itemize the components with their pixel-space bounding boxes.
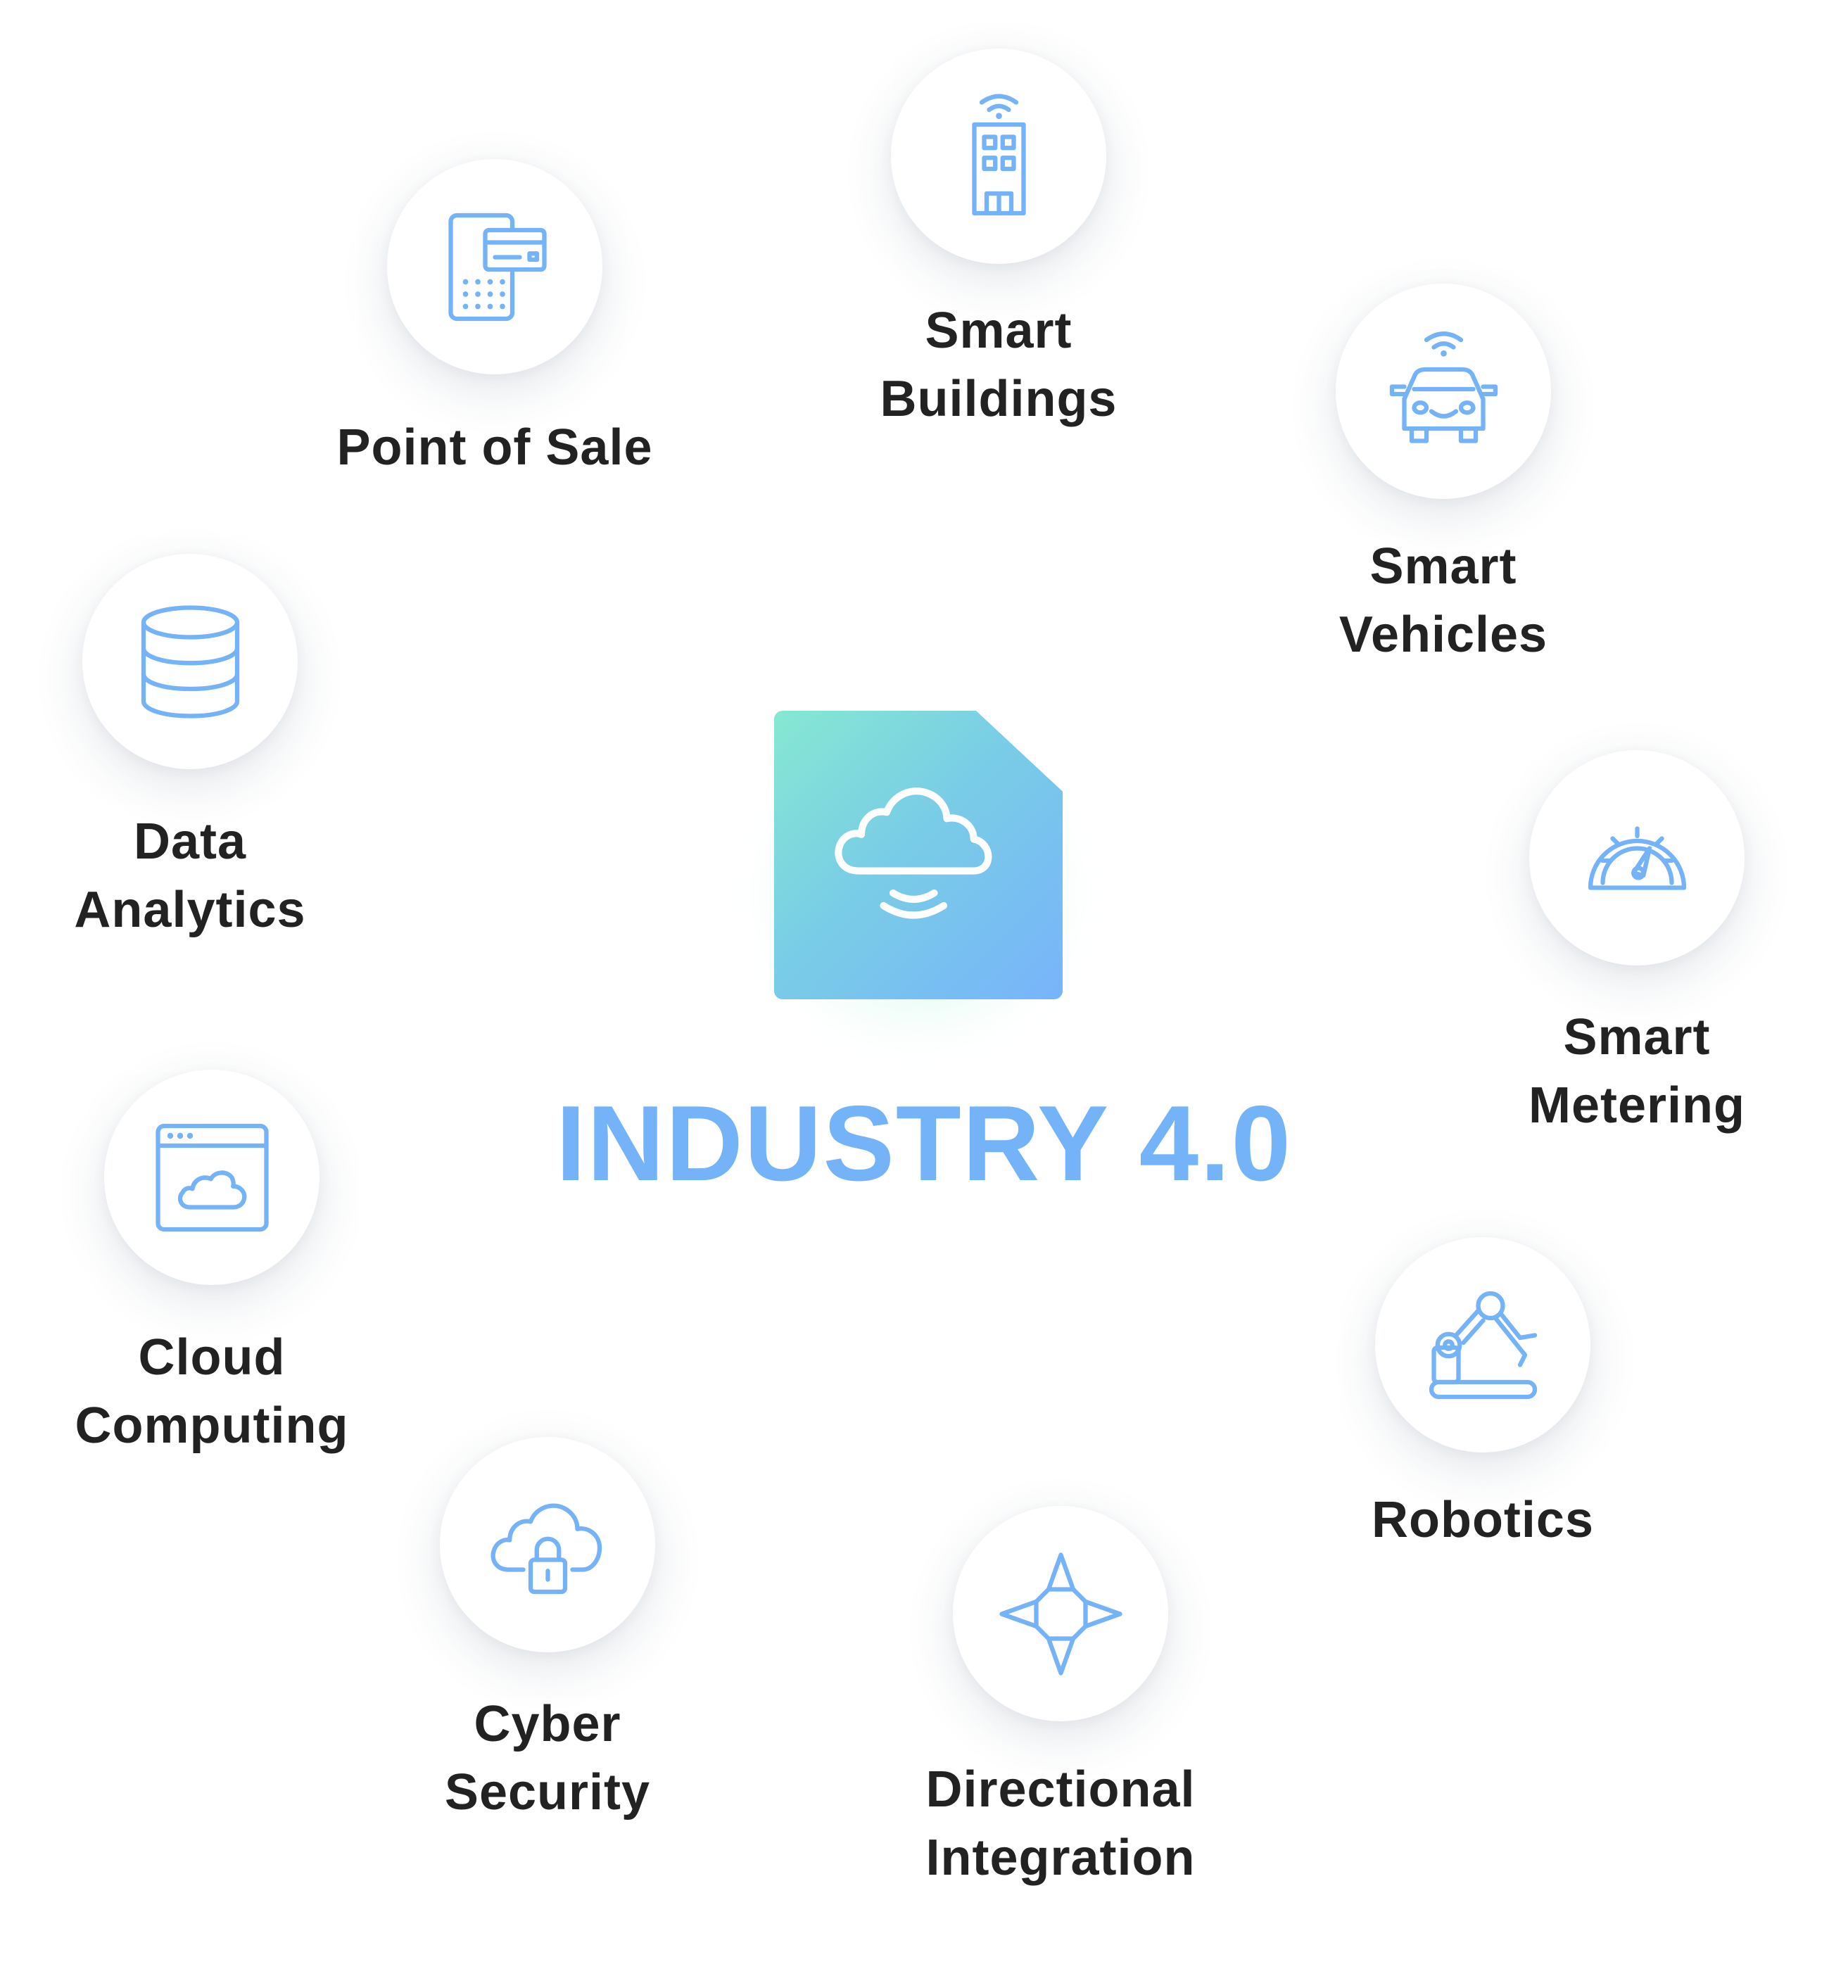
smart-buildings-label: Smart Buildings	[816, 297, 1182, 433]
directional-integration-label-line-1: Directional	[925, 1761, 1196, 1818]
cloud-computing-label-line-1: Cloud	[138, 1329, 286, 1386]
smart-metering-circle	[1529, 750, 1745, 965]
point-of-sale-label: Point of Sale	[312, 414, 678, 482]
smart-vehicles-label-line-1: Smart	[1369, 538, 1517, 595]
cloud-computing-label-line-2: Computing	[75, 1398, 349, 1454]
cloud-computing-circle	[104, 1070, 319, 1285]
smart-buildings-circle	[891, 49, 1106, 264]
car-wifi-icon	[1389, 331, 1498, 443]
robotics-label: Robotics	[1300, 1486, 1666, 1555]
database-icon	[141, 604, 239, 718]
compass-arrows-icon	[999, 1552, 1122, 1676]
directional-integration-label-line-2: Integration	[925, 1830, 1196, 1886]
cyber-security-label-line-1: Cyber	[474, 1696, 621, 1752]
main-title: INDUSTRY 4.0	[555, 1084, 1293, 1203]
point-of-sale-label-line-1: Point of Sale	[336, 419, 653, 476]
data-analytics-label: Data Analytics	[7, 808, 373, 944]
building-wifi-icon	[971, 94, 1026, 215]
directional-integration-label: Directional Integration	[878, 1756, 1243, 1892]
smart-metering-label-line-1: Smart	[1563, 1009, 1711, 1065]
data-analytics-label-line-1: Data	[133, 813, 247, 870]
smart-vehicles-label-line-2: Vehicles	[1338, 607, 1548, 663]
smart-vehicles-circle	[1336, 284, 1551, 499]
robot-arm-icon	[1429, 1291, 1537, 1399]
data-analytics-label-line-2: Analytics	[74, 882, 306, 938]
smart-metering-label-line-2: Metering	[1528, 1077, 1746, 1134]
card-terminal-icon	[448, 213, 547, 321]
cyber-security-circle	[440, 1437, 655, 1652]
cloud-computing-label: Cloud Computing	[29, 1324, 395, 1460]
robotics-circle	[1375, 1237, 1590, 1452]
smart-buildings-label-line-1: Smart	[925, 303, 1072, 359]
smart-vehicles-label: Smart Vehicles	[1260, 533, 1626, 669]
gauge-icon	[1588, 825, 1686, 890]
smart-buildings-label-line-2: Buildings	[880, 371, 1118, 427]
directional-integration-circle	[953, 1506, 1168, 1721]
browser-cloud-icon	[155, 1123, 269, 1232]
cyber-security-label: Cyber Security	[365, 1690, 730, 1827]
smart-metering-label: Smart Metering	[1454, 1004, 1820, 1140]
cloud-lock-icon	[491, 1503, 602, 1594]
data-analytics-circle	[82, 554, 298, 769]
robotics-label-line-1: Robotics	[1371, 1492, 1594, 1548]
center-card	[774, 711, 1063, 999]
cyber-security-label-line-2: Security	[444, 1764, 651, 1821]
cloud-signal-icon	[835, 787, 992, 919]
point-of-sale-circle	[387, 159, 602, 374]
